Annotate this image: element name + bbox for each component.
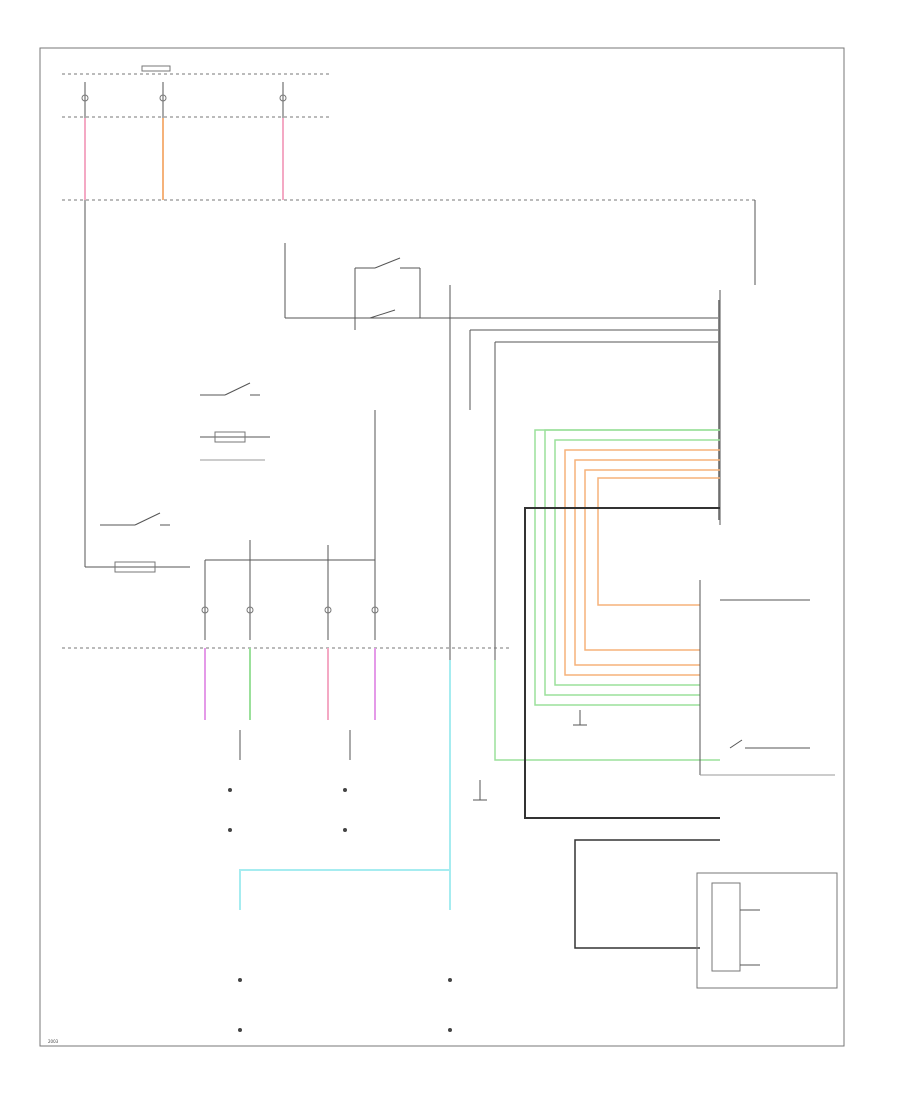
- lamp-left-front-2: [238, 978, 242, 1032]
- corner-label: 2003: [48, 1039, 59, 1044]
- fuse-top-middle: [159, 82, 167, 118]
- module-lower-switch: [729, 739, 810, 749]
- lamp-right-front-1: [343, 730, 351, 832]
- flash-to-pass-switch: [200, 382, 270, 461]
- outer-frame: [39, 47, 845, 1047]
- headlamp-switch: [284, 243, 720, 330]
- fuse-top-left: [81, 82, 89, 118]
- fuse-row2-1: [201, 606, 209, 614]
- instrument-cluster-box: [696, 872, 838, 989]
- cluster-inner-box: [711, 882, 741, 972]
- fuse-top-right: [279, 82, 287, 118]
- dimmer-switch: [85, 512, 190, 573]
- wire-dark-lower: [574, 839, 720, 949]
- fuse-row2-2: [246, 606, 254, 614]
- module-connector: [718, 300, 720, 520]
- lamp-right-front-2: [448, 978, 452, 1032]
- fuse-row2-4: [371, 606, 379, 614]
- ground-center: [473, 780, 487, 801]
- fuse-row2-3: [324, 606, 332, 614]
- wire-dark-main: [524, 507, 720, 819]
- harness-colored: [534, 429, 720, 706]
- fuse-box-label-box: [141, 65, 171, 72]
- ground-right: [573, 710, 587, 726]
- wire-cyan: [239, 660, 451, 910]
- lamp-left-front-1: [228, 730, 241, 832]
- wire-green-branch: [494, 660, 720, 761]
